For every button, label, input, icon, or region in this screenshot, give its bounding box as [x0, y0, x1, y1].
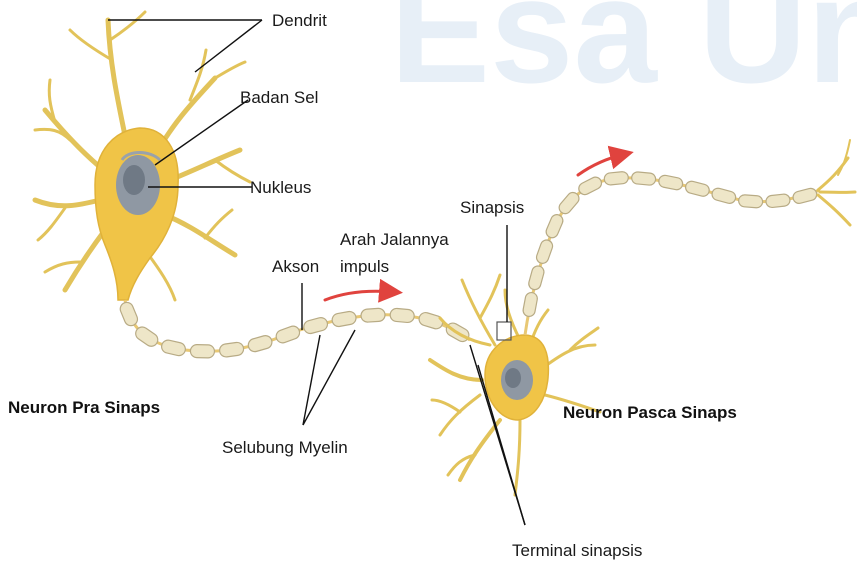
myelin-segment [390, 308, 415, 323]
myelin-segment [418, 311, 445, 330]
myelin-segment [118, 300, 139, 327]
label-sinapsis: Sinapsis [460, 198, 524, 217]
myelin-segment [331, 310, 357, 327]
myelin-segment [527, 265, 545, 291]
myelin-segment [190, 344, 214, 358]
label-terminal-sinapsis: Terminal sinapsis [512, 541, 642, 560]
synapse-box [497, 322, 511, 340]
myelin-segment [535, 238, 554, 265]
myelin-segment [792, 187, 818, 205]
myelin-segment [684, 180, 710, 198]
myelin-segment [557, 190, 582, 216]
myelin-segment [604, 171, 629, 185]
myelin-segment [711, 187, 737, 205]
label-neuron-pasca-sinaps: Neuron Pasca Sinaps [563, 403, 737, 422]
watermark-text: Esa Un [390, 0, 857, 114]
myelin-segment [361, 308, 386, 323]
label-neuron-pra-sinaps: Neuron Pra Sinaps [8, 398, 160, 417]
label-selubung-myelin: Selubung Myelin [222, 438, 348, 457]
myelin-segment [631, 171, 656, 185]
myelin-segment [219, 342, 245, 358]
axon-myelin [118, 300, 471, 358]
label-impuls: impuls [340, 257, 389, 276]
myelin-segment [247, 334, 274, 353]
myelin-segment [160, 339, 186, 357]
axon-terminal-branches [818, 140, 855, 225]
myelin-segment [765, 194, 790, 209]
label-arah-jalannya: Arah Jalannya [340, 230, 449, 249]
impulse-arrow-1 [325, 291, 394, 300]
label-dendrit: Dendrit [272, 11, 327, 30]
myelin-segment [522, 292, 538, 318]
label-nukleus: Nukleus [250, 178, 311, 197]
pre-neuron-nucleolus [123, 165, 145, 195]
myelin-segment [577, 175, 604, 197]
post-neuron-nucleolus [505, 368, 521, 388]
myelin-segment [274, 324, 301, 344]
post-axon-myelin [522, 171, 820, 335]
myelin-segment [738, 194, 763, 208]
label-akson: Akson [272, 257, 319, 276]
myelin-segment [302, 316, 329, 335]
myelin-segment [544, 213, 564, 240]
myelin-segment [658, 174, 684, 190]
label-badan-sel: Badan Sel [240, 88, 318, 107]
